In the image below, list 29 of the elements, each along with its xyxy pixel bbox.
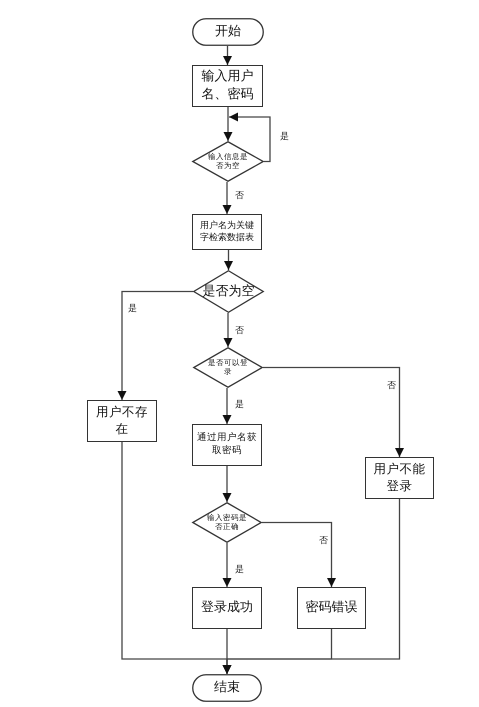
edge-label: 否 <box>234 326 245 337</box>
arrow <box>222 388 232 424</box>
decision-diamond: 是否为空 <box>193 270 264 313</box>
edge-label: 否 <box>318 536 329 547</box>
arrow <box>224 313 232 347</box>
arrow <box>222 629 332 674</box>
arrow <box>222 182 232 214</box>
edge-label: 否 <box>234 191 245 202</box>
edge-label: 是 <box>127 304 138 315</box>
arrow <box>263 366 404 457</box>
arrow <box>224 107 232 141</box>
arrow <box>262 522 336 587</box>
arrow <box>224 250 233 270</box>
process-box: 密码错误 <box>297 587 366 629</box>
process-box: 用户不存在 <box>87 400 157 442</box>
process-box: 用户不能登录 <box>365 457 434 499</box>
edge-label: 是 <box>234 400 245 411</box>
edge-label: 是 <box>279 132 290 143</box>
process-box: 登录成功 <box>192 587 262 629</box>
process-box: 输入用户名、密码 <box>192 65 263 107</box>
process-box: 用户名为关键字检索数据表 <box>192 214 262 250</box>
edge-label: 否 <box>386 381 397 392</box>
arrow <box>118 290 193 400</box>
edge-label: 是 <box>234 565 245 576</box>
arrow <box>222 466 232 502</box>
arrow <box>223 46 232 65</box>
arrow <box>222 543 232 587</box>
arrow <box>229 112 271 162</box>
process-box: 通过用户名获取密码 <box>192 424 262 466</box>
